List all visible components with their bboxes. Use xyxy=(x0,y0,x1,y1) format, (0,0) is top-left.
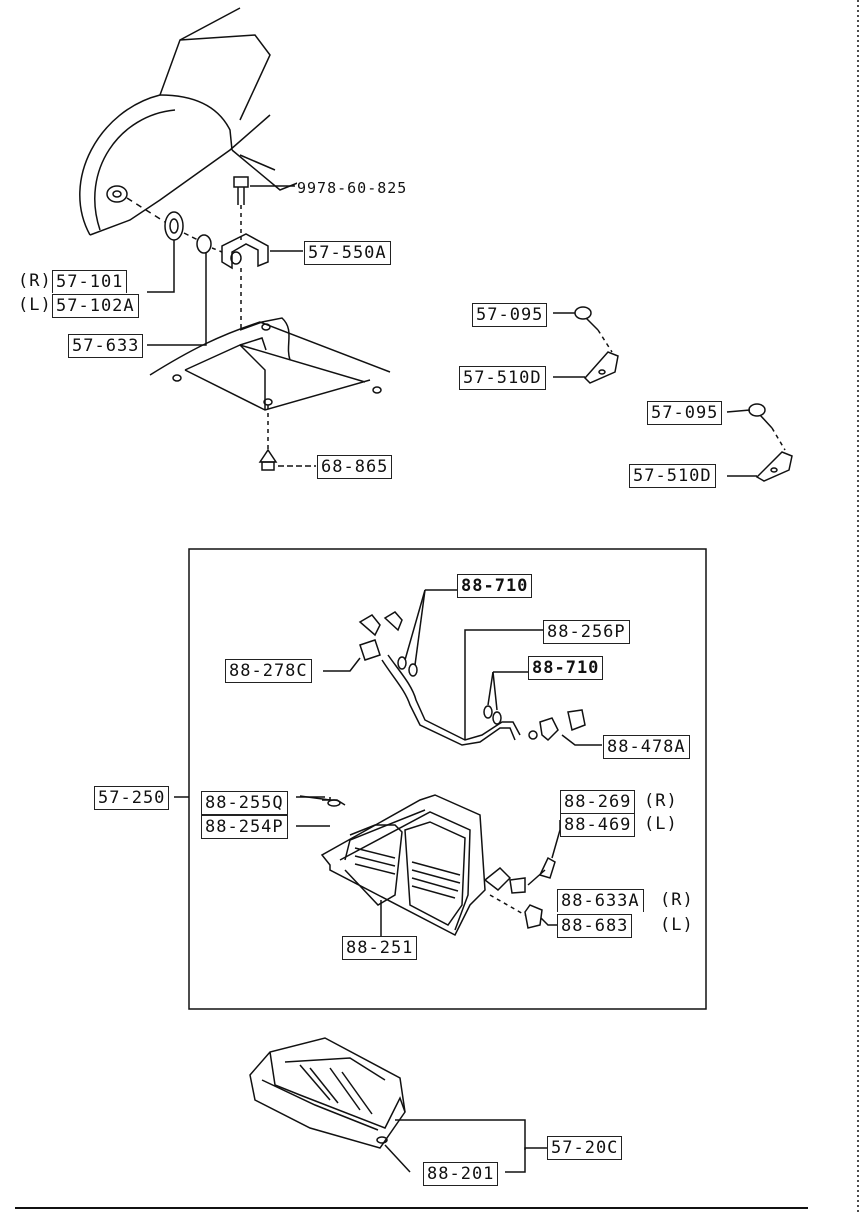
cushion-pad-part-number: 88-201 xyxy=(423,1162,499,1186)
bolt-b-part-number: 57-095 xyxy=(647,401,723,425)
wire-2-part-number: 88-710 xyxy=(528,656,604,680)
stopper-part-number: 88-478A xyxy=(603,735,690,759)
floor-plate-drawing xyxy=(149,317,391,450)
bushing-r-part-number: 57-101 xyxy=(52,270,128,293)
bolt-icon xyxy=(233,176,295,240)
spacer-part-number: 57-633 xyxy=(68,334,144,358)
bushing-l-part-number: 57-102A xyxy=(52,294,139,318)
seat-back-assy-part-number: 57-250 xyxy=(94,786,170,810)
bolt-part-number: 9978-60-825 xyxy=(297,177,408,199)
seat-cushion-drawing xyxy=(249,1037,548,1173)
hinge-r-side-label: (R) xyxy=(644,790,678,812)
clip-icon xyxy=(258,448,316,471)
cover-part-number: 88-255Q xyxy=(201,791,288,815)
frame-part-number: 88-251 xyxy=(342,936,418,960)
cushion-assy-part-number: 57-20C xyxy=(547,1136,623,1160)
hook-b-icon xyxy=(726,403,793,482)
frame-pipe-part-number: 88-256P xyxy=(543,620,630,644)
bushing-icon xyxy=(126,197,184,293)
wire-1-part-number: 88-710 xyxy=(457,574,533,598)
seat-pipe-drawing xyxy=(323,589,602,746)
side-l-label: (L) xyxy=(18,294,52,316)
bracket-part-number: 57-550A xyxy=(304,241,391,265)
side-r-label: (R) xyxy=(18,270,52,292)
clip-part-number: 68-865 xyxy=(317,455,393,479)
lock-l-side-label: (L) xyxy=(660,914,694,936)
spacer-icon xyxy=(147,232,212,346)
lock-l-part-number: 88-683 xyxy=(557,914,633,938)
bracket-c-part-number: 88-278C xyxy=(225,659,312,683)
lock-r-side-label: (R) xyxy=(660,889,694,911)
hinge-l-side-label: (L) xyxy=(644,813,678,835)
body-panel-drawing xyxy=(79,7,311,236)
seat-back-drawing xyxy=(296,794,561,945)
seat-back-assy-frame xyxy=(188,548,707,1010)
hook-a-part-number: 57-510D xyxy=(459,366,546,390)
hook-a-icon xyxy=(553,306,619,384)
bolt-a-part-number: 57-095 xyxy=(472,303,548,327)
hinge-r-part-number: 88-269 xyxy=(560,790,636,813)
pad-part-number: 88-254P xyxy=(201,815,288,839)
bracket-icon xyxy=(211,233,303,330)
hook-b-part-number: 57-510D xyxy=(629,464,716,488)
hinge-l-part-number: 88-469 xyxy=(560,813,636,837)
lock-r-part-number: 88-633A xyxy=(557,889,644,912)
